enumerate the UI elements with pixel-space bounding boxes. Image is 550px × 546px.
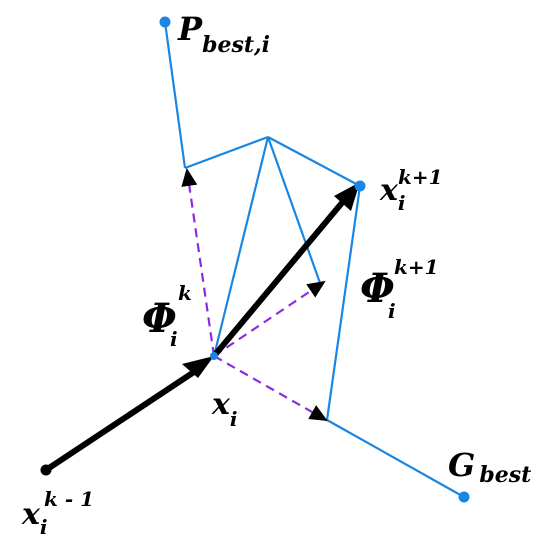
arrowhead-xk1 bbox=[334, 182, 360, 211]
arrow-xi-to-xk1 bbox=[211, 195, 349, 359]
gbest-point bbox=[458, 491, 470, 503]
purple-dashed-vectors bbox=[181, 168, 328, 421]
pbest-point bbox=[159, 16, 171, 28]
arrowhead-xi bbox=[182, 356, 214, 378]
line-apex-to-inner-arrow bbox=[266, 136, 322, 284]
label-phi-k1: Φ bbox=[360, 265, 395, 312]
xk1-point bbox=[354, 180, 366, 192]
label-xkm1: xi bbox=[21, 497, 48, 539]
line-apex-to-xk1 bbox=[267, 136, 361, 187]
label-phi-k-sup: k bbox=[178, 281, 192, 305]
line-xk1-to-gbest-arrow bbox=[325, 185, 362, 421]
arrow-xkm1-to-xi bbox=[43, 365, 203, 473]
black-arrows bbox=[43, 195, 349, 473]
label-phi-k1-sub: i bbox=[388, 299, 396, 323]
xi-point bbox=[210, 352, 218, 360]
line-phi-tip-to-apex bbox=[184, 135, 269, 170]
label-xk1-sup: k+1 bbox=[398, 165, 443, 189]
label-phi-k-sub: i bbox=[170, 327, 178, 351]
xkm1-point bbox=[40, 464, 52, 476]
line-apex-to-xi bbox=[212, 136, 270, 357]
dashed-vector-to-pbest-component bbox=[181, 168, 216, 357]
label-xk1: xi bbox=[379, 173, 406, 215]
line-gbest-arrow-to-gbest bbox=[326, 419, 465, 498]
dashed-vector-inner bbox=[213, 280, 326, 357]
label-phi-k: Φ bbox=[142, 295, 177, 342]
line-pbest-to-phi-tip bbox=[163, 21, 187, 169]
label-xkm1-sup: k - 1 bbox=[44, 487, 94, 511]
dashed-vector-to-gbest-component bbox=[213, 355, 328, 421]
label-phi-k1-sup: k+1 bbox=[394, 255, 439, 279]
blue-lines bbox=[163, 21, 465, 498]
label-xi: xi bbox=[211, 387, 238, 431]
label-pbest: Pbest,i bbox=[177, 10, 270, 58]
